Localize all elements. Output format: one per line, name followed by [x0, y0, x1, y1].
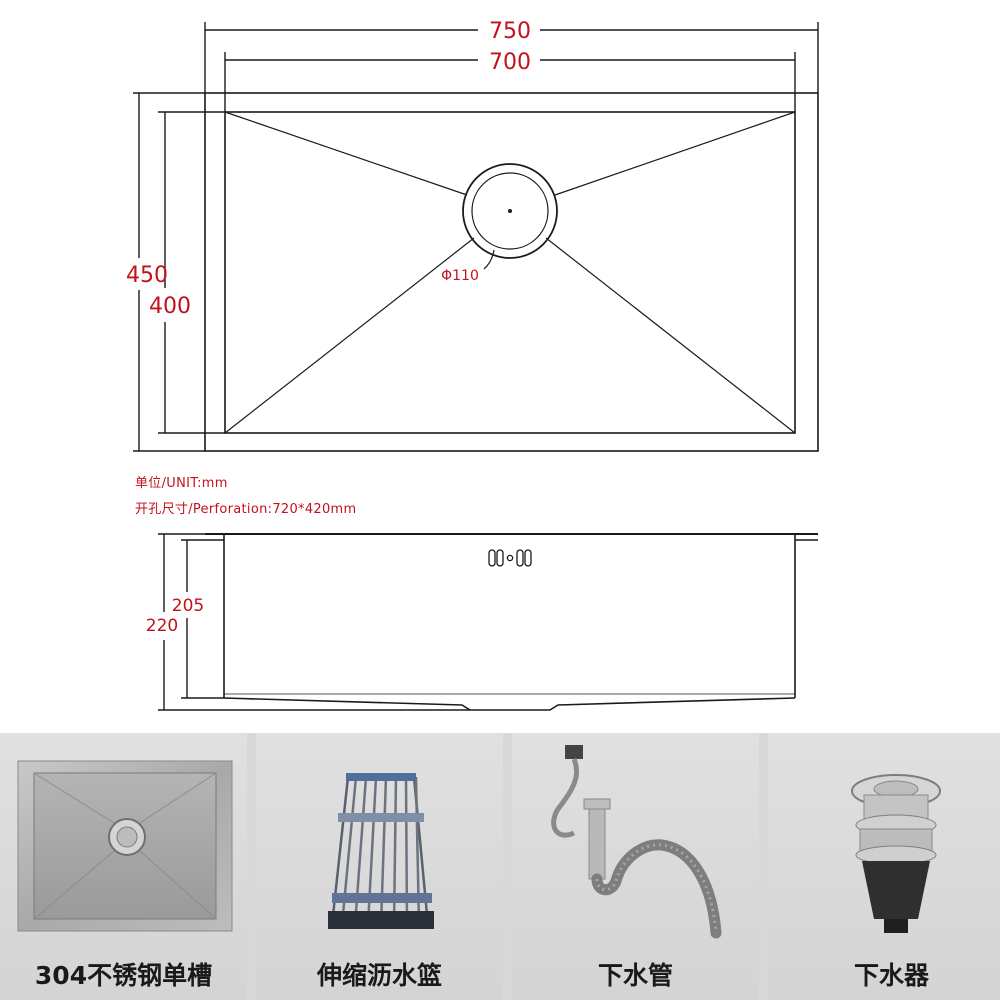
drain-leader-line — [483, 249, 495, 270]
drain-inner-ring — [471, 172, 549, 250]
dim-label-700: 700 — [489, 50, 531, 75]
bowl-slope-lines — [224, 111, 796, 434]
dimension-220 — [158, 533, 470, 711]
dimension-400 — [158, 111, 225, 434]
sink-side-view — [205, 533, 818, 711]
sink-technical-drawing: 750 700 450 400 Φ110 205 220 — [126, 19, 819, 711]
dim-label-450: 450 — [126, 263, 168, 288]
dim-label-205: 205 — [172, 596, 204, 616]
drain-outer-ring — [462, 163, 558, 259]
dim-label-220: 220 — [146, 616, 178, 636]
dimension-450 — [133, 92, 205, 452]
drain-rack-photo-icon — [328, 773, 434, 929]
drain-center — [507, 209, 512, 214]
overflow-holes — [488, 549, 532, 567]
dimension-750 — [204, 22, 819, 93]
dim-label-drain: Φ110 — [441, 268, 479, 284]
drain-pipe-photo-icon — [551, 745, 722, 939]
dimension-700 — [224, 52, 796, 112]
accessory-label-drain-pipe: 下水管 — [597, 961, 673, 990]
sink-outer-rim — [204, 92, 819, 452]
dim-label-400: 400 — [149, 294, 191, 319]
strainer-photo-icon — [851, 774, 941, 933]
dim-label-750: 750 — [489, 19, 531, 44]
accessory-label-sink: 304不锈钢单槽 — [34, 961, 213, 990]
perforation-note: 开孔尺寸/Perforation:720*420mm — [135, 502, 357, 517]
sink-photo-icon — [17, 760, 233, 932]
sink-inner-bowl — [224, 111, 796, 434]
accessory-card-drain-rack[interactable]: 伸缩沥水篮 — [256, 733, 503, 1000]
accessory-card-drain-pipe[interactable]: 下水管 — [512, 733, 759, 1000]
dimension-205 — [181, 539, 224, 699]
accessory-label-strainer: 下水器 — [853, 961, 929, 990]
accessory-card-sink[interactable]: 304不锈钢单槽 — [0, 733, 247, 1000]
accessory-label-drain-rack: 伸缩沥水篮 — [316, 961, 442, 990]
unit-note: 单位/UNIT:mm — [135, 476, 228, 491]
accessory-gallery: 304不锈钢单槽 伸缩沥水篮 — [0, 733, 1000, 1000]
accessory-card-strainer[interactable]: 下水器 — [768, 733, 1000, 1000]
